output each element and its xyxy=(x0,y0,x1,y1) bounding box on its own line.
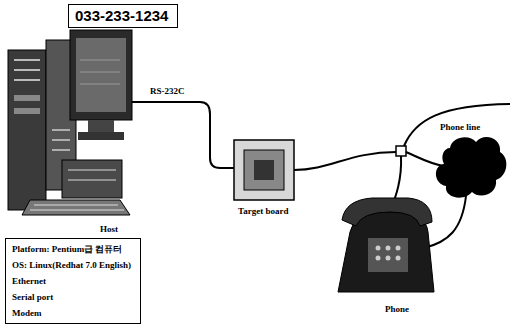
phone-icon xyxy=(338,198,434,292)
device-label: Target board xyxy=(238,206,288,217)
spec-box: Platform: Pentium급 컴퓨터OS: Linux(Redhat 7… xyxy=(5,238,141,324)
serial-cable xyxy=(132,102,234,168)
junction xyxy=(396,146,406,156)
device-label: Phone line xyxy=(440,122,480,133)
phone-number-box: 033-233-1234 xyxy=(68,4,178,28)
network-wire xyxy=(406,152,444,166)
host-computer xyxy=(8,30,132,215)
signal-label: RS-232C xyxy=(150,86,185,97)
target-board xyxy=(234,140,294,200)
box-text: Ethernet xyxy=(12,273,134,289)
phone-cable xyxy=(294,152,396,170)
box-text: OS: Linux(Redhat 7.0 English) xyxy=(12,257,134,273)
device-label: Phone xyxy=(385,304,409,315)
box-text: Serial port xyxy=(12,289,134,305)
network-cloud xyxy=(436,137,506,198)
box-text: Platform: Pentium급 컴퓨터 xyxy=(12,241,134,257)
box-text: Modem xyxy=(12,305,134,321)
device-label: Host xyxy=(100,224,118,235)
box-text: 033-233-1234 xyxy=(75,7,171,25)
